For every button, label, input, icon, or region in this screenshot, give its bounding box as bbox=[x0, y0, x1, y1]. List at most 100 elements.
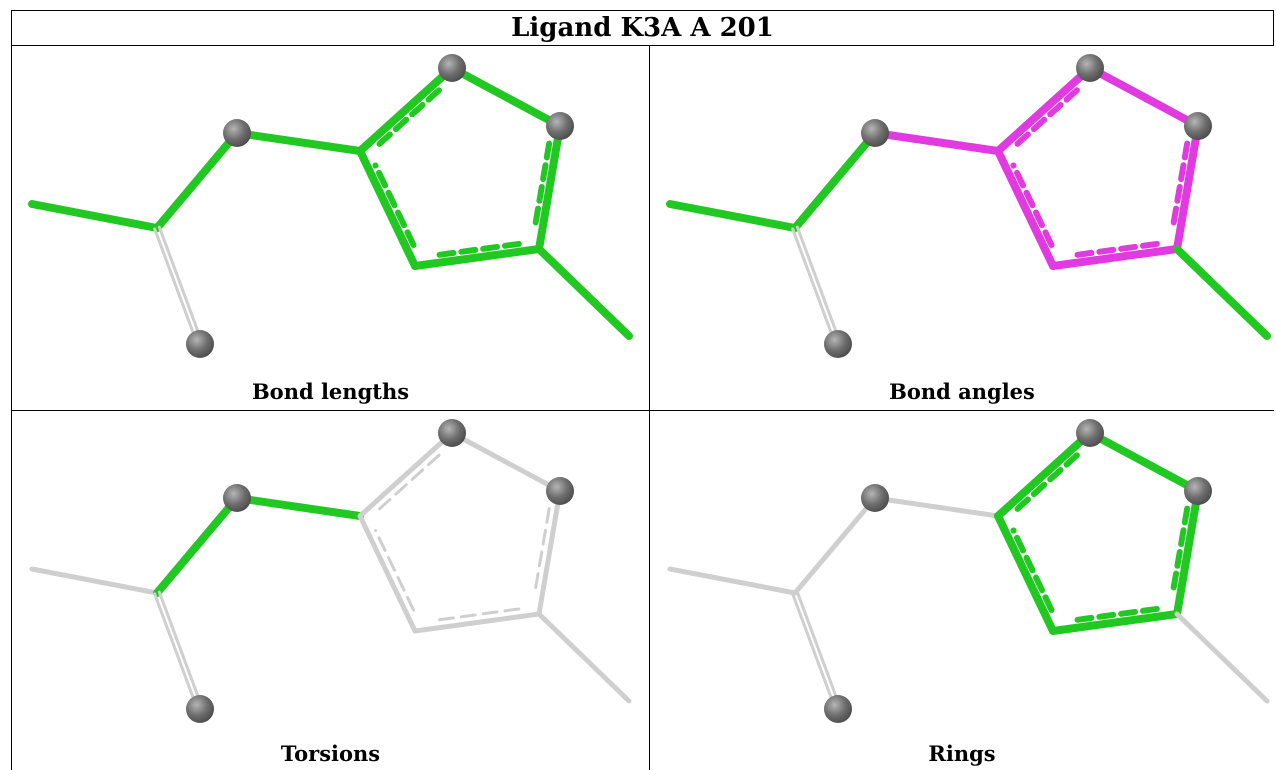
bond-line bbox=[233, 129, 364, 155]
bond-line bbox=[357, 430, 455, 519]
bond-line bbox=[795, 225, 842, 345]
bond-line bbox=[1173, 122, 1202, 253]
atom-sphere bbox=[861, 484, 889, 512]
bond-line bbox=[994, 429, 1094, 520]
atom-sphere bbox=[1184, 477, 1212, 505]
atom-sphere bbox=[223, 119, 251, 147]
molecule-structure bbox=[29, 419, 632, 723]
caption-rings: Rings bbox=[928, 741, 996, 766]
aromatic-dash bbox=[533, 507, 551, 596]
bond-line bbox=[29, 566, 160, 596]
aromatic-dash bbox=[430, 240, 522, 259]
aromatic-dash bbox=[1010, 527, 1055, 613]
caption-bond-lengths: Bond lengths bbox=[251, 379, 410, 404]
bond-line bbox=[791, 129, 879, 232]
bond-line bbox=[1174, 611, 1270, 704]
aromatic-dash bbox=[1068, 240, 1160, 259]
panel-bond-lengths: Bond lengths bbox=[12, 46, 649, 410]
table-border-middle bbox=[11, 410, 1274, 411]
table-border-left bbox=[11, 10, 12, 770]
ligand-title: Ligand K3A A 201 bbox=[511, 12, 774, 43]
atom-sphere bbox=[438, 54, 466, 82]
molecule-bond-angles bbox=[666, 54, 1271, 358]
molecule-structure bbox=[28, 54, 633, 358]
panel-rings: Rings bbox=[650, 411, 1274, 770]
bond-line bbox=[153, 227, 200, 347]
caption-bond-angles: Bond angles bbox=[889, 379, 1035, 404]
atom-sphere bbox=[1076, 54, 1104, 82]
bond-line bbox=[667, 566, 798, 596]
panel-torsions: Torsions bbox=[12, 411, 649, 770]
atom-sphere bbox=[186, 330, 214, 358]
molecule-rings bbox=[667, 419, 1270, 723]
bond-line bbox=[157, 225, 204, 345]
bond-line bbox=[449, 430, 563, 494]
bond-line bbox=[356, 147, 419, 270]
atom-sphere bbox=[1076, 419, 1104, 447]
bond-line bbox=[1049, 245, 1181, 270]
bond-line bbox=[356, 64, 456, 155]
atom-sphere bbox=[861, 119, 889, 147]
atom-sphere bbox=[438, 419, 466, 447]
atom-sphere bbox=[824, 330, 852, 358]
table-border-right bbox=[1273, 10, 1274, 45]
bond-line bbox=[153, 494, 241, 597]
bond-line bbox=[791, 227, 838, 347]
aromatic-dash bbox=[1014, 448, 1085, 512]
atom-sphere bbox=[223, 484, 251, 512]
aromatic-dash bbox=[378, 449, 445, 511]
bond-line bbox=[872, 495, 1001, 519]
bond-line bbox=[791, 592, 838, 712]
aromatic-dash bbox=[1010, 162, 1055, 248]
molecule-torsions bbox=[29, 419, 632, 723]
bond-line bbox=[28, 200, 161, 232]
bond-line bbox=[871, 129, 1002, 155]
caption-torsions: Torsions bbox=[280, 741, 381, 766]
aromatic-dash bbox=[376, 83, 447, 147]
table-border-center bbox=[649, 45, 650, 770]
aromatic-dash bbox=[372, 162, 417, 248]
aromatic-dash bbox=[431, 607, 521, 623]
table-border-under-title bbox=[11, 45, 1274, 46]
table-border-top bbox=[11, 10, 1274, 11]
bond-line bbox=[994, 64, 1094, 155]
bond-line bbox=[157, 590, 204, 710]
bond-line bbox=[153, 592, 200, 712]
aromatic-dash bbox=[373, 528, 416, 612]
bond-line bbox=[536, 488, 563, 617]
bond-line bbox=[411, 245, 543, 270]
bond-line bbox=[448, 64, 564, 130]
bond-line bbox=[1173, 245, 1271, 340]
bond-line bbox=[412, 611, 542, 634]
bond-line bbox=[994, 147, 1057, 270]
atom-sphere bbox=[824, 695, 852, 723]
molecule-structure bbox=[667, 419, 1270, 723]
bond-line bbox=[792, 495, 878, 596]
aromatic-dash bbox=[1014, 83, 1085, 147]
atom-sphere bbox=[546, 477, 574, 505]
bond-line bbox=[357, 513, 418, 634]
bond-line bbox=[994, 512, 1057, 635]
bond-line bbox=[1049, 610, 1181, 635]
molecule-bond-lengths bbox=[28, 54, 633, 358]
bond-line bbox=[535, 122, 564, 253]
atom-sphere bbox=[1184, 112, 1212, 140]
bond-line bbox=[536, 611, 632, 704]
aromatic-dash bbox=[1169, 505, 1191, 597]
molecule-structure bbox=[666, 54, 1271, 358]
bond-line bbox=[666, 200, 799, 232]
aromatic-dash bbox=[531, 140, 553, 232]
bond-line bbox=[795, 590, 842, 710]
panel-bond-angles: Bond angles bbox=[650, 46, 1274, 410]
aromatic-dash bbox=[1068, 605, 1160, 624]
bond-line bbox=[1173, 487, 1202, 618]
atom-sphere bbox=[186, 695, 214, 723]
atom-sphere bbox=[546, 112, 574, 140]
aromatic-dash bbox=[1169, 140, 1191, 232]
bond-line bbox=[535, 245, 633, 340]
bond-line bbox=[1086, 429, 1202, 495]
bond-line bbox=[233, 494, 364, 520]
bond-line bbox=[1086, 64, 1202, 130]
bond-line bbox=[153, 129, 241, 232]
